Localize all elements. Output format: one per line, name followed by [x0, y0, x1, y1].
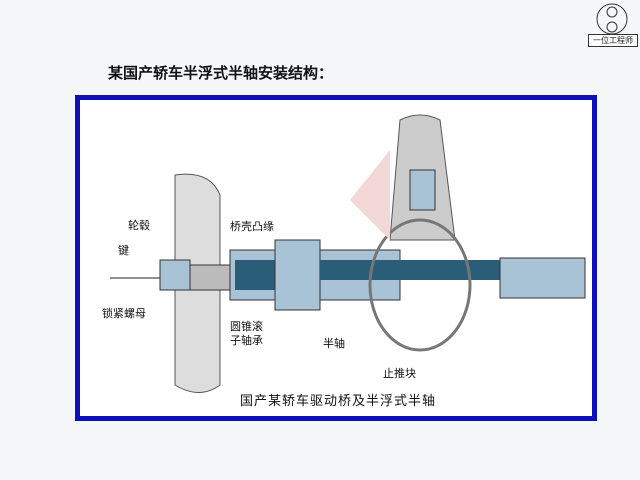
- label-half-shaft: 半轴: [323, 337, 345, 350]
- label-bearing-1: 圆锥滚: [230, 320, 263, 333]
- diagram-caption: 国产某轿车驱动桥及半浮式半轴: [240, 394, 437, 409]
- tapered-bearing: [235, 260, 275, 290]
- differential-carrier: [368, 218, 472, 352]
- slide-title: 某国产轿车半浮式半轴安装结构：: [108, 64, 334, 82]
- pinion: [409, 169, 436, 211]
- label-hub: 轮毂: [128, 219, 150, 232]
- diagram-frame: 轮毂 键 锁紧螺母 桥壳凸缘 圆锥滚 子轴承 半轴 止推块 国产某轿车驱动桥及半…: [75, 95, 597, 421]
- half-shaft: [320, 260, 500, 280]
- carrier-shade: [350, 150, 390, 240]
- brand-logo-text: 一位工程师: [588, 34, 638, 47]
- lock-nut: [159, 259, 191, 291]
- axle-diagram: [110, 114, 586, 393]
- right-housing: [499, 257, 586, 299]
- label-lock-nut: 锁紧螺母: [102, 307, 146, 320]
- label-bearing-2: 子轴承: [230, 334, 263, 347]
- label-key: 键: [118, 244, 129, 257]
- housing-flange: [274, 239, 321, 311]
- label-thrust-block: 止推块: [383, 367, 416, 380]
- label-housing-flange: 桥壳凸缘: [230, 220, 274, 233]
